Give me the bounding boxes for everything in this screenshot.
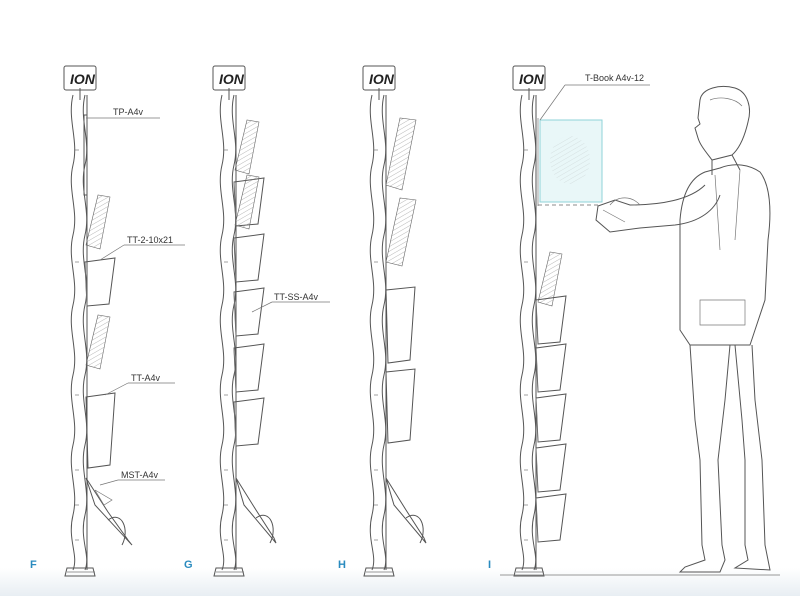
- panel-f-label-tt-a4v: TT-A4v: [131, 373, 161, 383]
- panel-f-label-mst-a4v: MST-A4v: [121, 470, 159, 480]
- floor-band: [0, 568, 800, 596]
- panel-h-logo: ION: [369, 71, 395, 87]
- person-figure: [500, 86, 780, 576]
- panel-f-label-tt-2-10x21: TT-2-10x21: [127, 235, 173, 245]
- panel-i-label-t-book: T-Book A4v-12: [585, 73, 644, 83]
- panel-h-stand: [362, 65, 427, 577]
- panel-h-letter: H: [338, 559, 346, 571]
- panel-g-logo: ION: [219, 71, 245, 87]
- panel-g-stand: [212, 65, 330, 577]
- panel-f-label-tp-a4v: TP-A4v: [113, 107, 144, 117]
- panel-f-logo: ION: [70, 71, 96, 87]
- panel-f-letter: F: [30, 559, 37, 571]
- panel-g-label-tt-ss-a4v: TT-SS-A4v: [274, 292, 319, 302]
- panel-i-logo: ION: [519, 71, 545, 87]
- panel-g-letter: G: [184, 559, 193, 571]
- panel-f-stand: [63, 65, 185, 577]
- panel-i-stand: [512, 65, 650, 577]
- panel-i-letter: I: [488, 559, 491, 571]
